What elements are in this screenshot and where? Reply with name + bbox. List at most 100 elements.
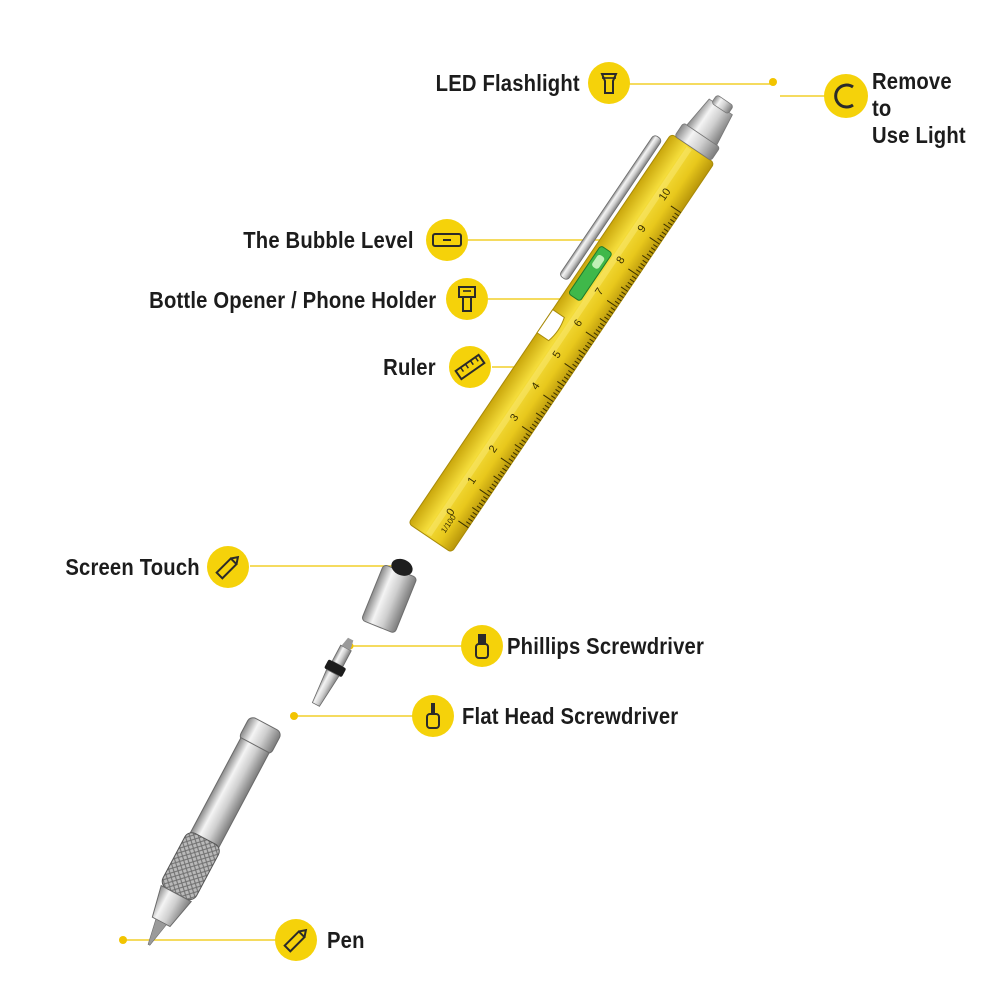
ruler-tick	[531, 423, 537, 428]
label-led-flashlight: LED Flashlight	[435, 70, 580, 96]
label-bottle-opener: Bottle Opener / Phone Holder	[148, 287, 436, 313]
ruler-tick	[468, 518, 473, 522]
ruler-tick	[616, 297, 622, 302]
ruler-tick	[589, 338, 594, 343]
ruler-tick	[629, 278, 635, 283]
ruler-tick	[525, 433, 531, 437]
ruler-tick	[646, 253, 652, 258]
ruler-tick	[628, 268, 639, 277]
ruler-tick	[512, 451, 518, 456]
ruler-tick	[470, 515, 475, 519]
label-ruler: Ruler	[383, 354, 436, 380]
screwdriver-bit	[311, 637, 354, 707]
ruler-tick	[510, 455, 516, 459]
ruler-icon	[449, 346, 491, 388]
ruler-tick	[642, 259, 648, 264]
ruler-tick	[555, 388, 560, 393]
label-phillips-screwdriver: Phillips Screwdriver	[507, 633, 705, 659]
ruler-number: 6	[572, 317, 585, 329]
ruler-number: 8	[614, 254, 627, 266]
ruler-tick	[540, 411, 546, 415]
ruler-tick	[480, 499, 486, 503]
pocket-clip	[560, 135, 662, 280]
ruler-tick	[661, 231, 667, 236]
ruler-tick	[514, 448, 520, 453]
ruler-tick	[599, 318, 607, 324]
ruler-tick	[557, 381, 565, 387]
ruler-tick	[606, 313, 611, 318]
ruler-tick	[672, 215, 677, 220]
ruler-number: 4	[529, 380, 542, 392]
label-screen-touch: Screen Touch	[65, 554, 200, 580]
ruler-tick	[466, 521, 471, 525]
ruler-tick	[619, 294, 624, 299]
ruler-tick	[502, 467, 507, 472]
ruler-tick	[529, 426, 535, 431]
ruler-tick	[521, 426, 533, 434]
ruler-tick	[614, 300, 620, 305]
ruler-tick	[667, 222, 673, 226]
ruler-tick	[578, 354, 584, 358]
ruler-tick	[620, 286, 628, 292]
ruler-tick	[606, 300, 618, 308]
ruler-tick	[514, 444, 522, 450]
ruler-tick	[478, 502, 484, 507]
ruler-tick	[674, 212, 679, 217]
ruler-tick	[564, 363, 575, 371]
bubble-level-icon	[426, 219, 468, 261]
ruler-tick	[650, 247, 656, 251]
ruler-tick	[546, 401, 552, 406]
ruler-tick	[543, 394, 554, 403]
ruler-number: 2	[487, 443, 500, 455]
ruler-tick	[544, 404, 550, 409]
ruler-tick	[653, 244, 658, 248]
ruler-tick	[519, 442, 524, 447]
ruler-tick	[657, 237, 662, 242]
ruler-tick	[476, 505, 482, 510]
ruler-tick	[563, 376, 569, 381]
ruler-tick	[493, 475, 501, 481]
ruler-tick	[489, 486, 495, 491]
ruler-tick	[582, 348, 588, 352]
stylus-cap	[362, 558, 417, 633]
label-flat-head-screwdriver: Flat Head Screwdriver	[462, 703, 679, 729]
ruler-tick	[565, 373, 571, 377]
ruler-tick	[487, 489, 492, 494]
ruler-number: 10	[657, 186, 674, 203]
ruler-tick	[648, 250, 654, 255]
ruler-tick	[504, 464, 509, 469]
ruler-number: 1	[466, 475, 479, 487]
ruler-tick	[572, 363, 577, 368]
ruler-tick	[472, 507, 480, 513]
ruler-tick	[604, 316, 609, 321]
ruler-tick	[659, 234, 665, 239]
ruler-number: 0	[444, 506, 457, 518]
ruler-tick	[534, 420, 539, 425]
ruler-tick	[523, 436, 529, 440]
ruler-tick	[642, 255, 650, 261]
ruler-tick	[557, 385, 563, 390]
ruler-tick	[479, 489, 490, 497]
ruler-number: 3	[508, 412, 521, 424]
ruler-tick	[500, 457, 512, 466]
ruler-tick	[638, 266, 643, 270]
label-remove-to-use-light: Remove to Use Light	[872, 68, 966, 148]
screwdriver-icon	[461, 625, 503, 667]
ruler-tick	[599, 322, 605, 327]
ruler-tick	[561, 379, 567, 384]
bottle-opener-icon	[446, 278, 488, 320]
ruler-tick	[585, 344, 590, 349]
anchor-pen	[119, 936, 127, 944]
ruler-tick	[670, 218, 675, 223]
ruler-tick	[595, 329, 601, 333]
ruler-ticks	[458, 205, 682, 529]
ruler-number: 9	[636, 223, 649, 235]
flashlight-icon	[588, 62, 630, 104]
ruler-tick	[500, 470, 505, 475]
ruler-tick	[621, 291, 626, 295]
ruler-tick	[568, 370, 573, 374]
ruler-tick	[610, 307, 616, 311]
badges	[207, 62, 868, 961]
bottle-notch	[536, 308, 565, 342]
